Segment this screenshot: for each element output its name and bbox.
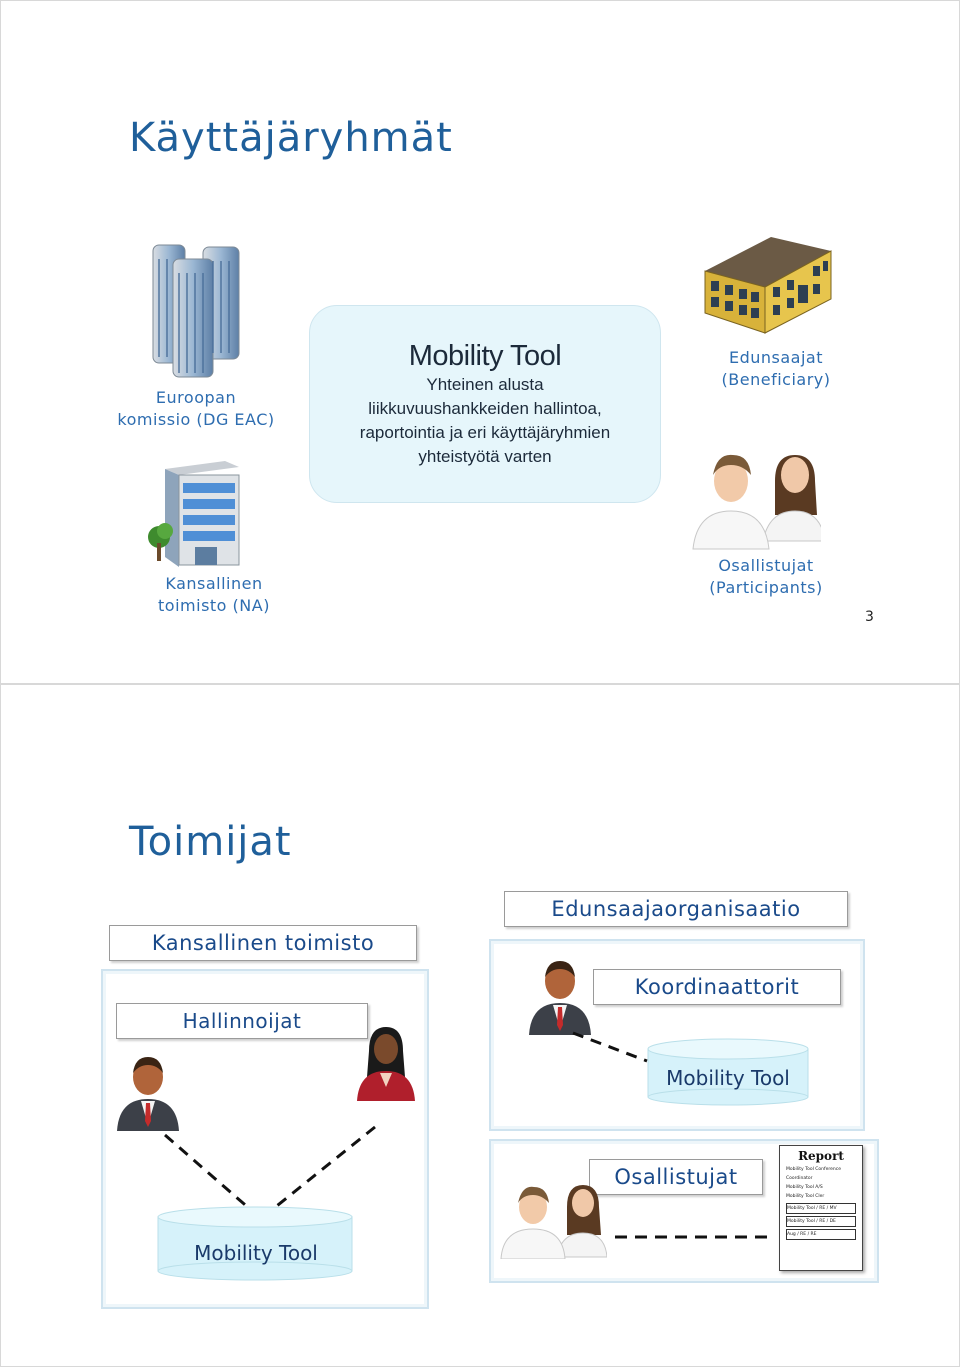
participants-connector-line bbox=[613, 1231, 773, 1243]
coordinator-icon bbox=[527, 959, 593, 1035]
report-document-icon: Report Mobility Tool Conference Coordina… bbox=[779, 1145, 863, 1271]
bo-mobility-tool-label: Mobility Tool bbox=[646, 1066, 810, 1090]
na-mobility-tool-label: Mobility Tool bbox=[156, 1241, 356, 1265]
participants-label-line2: (Participants) bbox=[691, 577, 841, 599]
slide-actors: Toimijat Kansallinen toimisto Hallinnoij… bbox=[0, 684, 960, 1367]
people-icon bbox=[691, 441, 821, 551]
report-line: Mobility Tool A/S bbox=[786, 1183, 856, 1192]
beneficiary-label-line1: Edunsaajat bbox=[691, 347, 861, 369]
commission-label-line2: komissio (DG EAC) bbox=[101, 409, 291, 431]
slide-user-groups: Käyttäjäryhmät Euroopan komissio (DG EAC… bbox=[0, 0, 960, 684]
participants-people-icon bbox=[497, 1177, 607, 1259]
commission-label-line1: Euroopan bbox=[101, 387, 291, 409]
participants-label: Osallistujat (Participants) bbox=[691, 555, 841, 599]
beneficiary-org-header: Edunsaajaorganisaatio bbox=[504, 891, 848, 927]
coordinators-label: Koordinaattorit bbox=[593, 969, 841, 1005]
coordinator-connector-line bbox=[571, 1029, 651, 1069]
commission-label: Euroopan komissio (DG EAC) bbox=[101, 387, 291, 431]
report-line: Mobility Tool / RE / DE bbox=[786, 1216, 856, 1227]
participants-label: Osallistujat bbox=[589, 1159, 763, 1195]
national-agency-label-line2: toimisto (NA) bbox=[129, 595, 299, 617]
national-agency-label: Kansallinen toimisto (NA) bbox=[129, 573, 299, 617]
beneficiary-label: Edunsaajat (Beneficiary) bbox=[691, 347, 861, 391]
page-number: 3 bbox=[865, 609, 874, 625]
report-line: Mobility Tool Cler bbox=[786, 1192, 856, 1201]
mobility-tool-title: Mobility Tool bbox=[310, 340, 660, 373]
mobility-tool-line: Yhteinen alusta bbox=[310, 373, 660, 397]
beneficiary-label-line2: (Beneficiary) bbox=[691, 369, 861, 391]
national-agency-label-line1: Kansallinen bbox=[129, 573, 299, 595]
school-building-icon bbox=[701, 229, 835, 339]
national-agency-header: Kansallinen toimisto bbox=[109, 925, 417, 961]
slide-title: Käyttäjäryhmät bbox=[129, 115, 453, 161]
mobility-tool-line: yhteistyötä varten bbox=[310, 445, 660, 469]
mobility-tool-box: Mobility Tool Yhteinen alusta liikkuvuus… bbox=[309, 305, 661, 503]
mobility-tool-line: raportointia ja eri käyttäjäryhmien bbox=[310, 421, 660, 445]
report-line: Mobility Tool / RE / MV bbox=[786, 1203, 856, 1214]
report-line: Aug / RE / RE bbox=[786, 1229, 856, 1240]
administrators-label: Hallinnoijat bbox=[116, 1003, 368, 1039]
report-line: Coordinator bbox=[786, 1174, 856, 1183]
participants-label-line1: Osallistujat bbox=[691, 555, 841, 577]
office-building-icon bbox=[143, 457, 243, 571]
report-line: Mobility Tool Conference bbox=[786, 1165, 856, 1174]
businessman-icon bbox=[115, 1055, 181, 1131]
skyscraper-icon bbox=[149, 233, 249, 383]
slide-title: Toimijat bbox=[129, 819, 292, 865]
mobility-tool-line: liikkuvuushankkeiden hallintoa, bbox=[310, 397, 660, 421]
report-heading: Report bbox=[780, 1149, 862, 1163]
businesswoman-icon bbox=[355, 1025, 417, 1101]
